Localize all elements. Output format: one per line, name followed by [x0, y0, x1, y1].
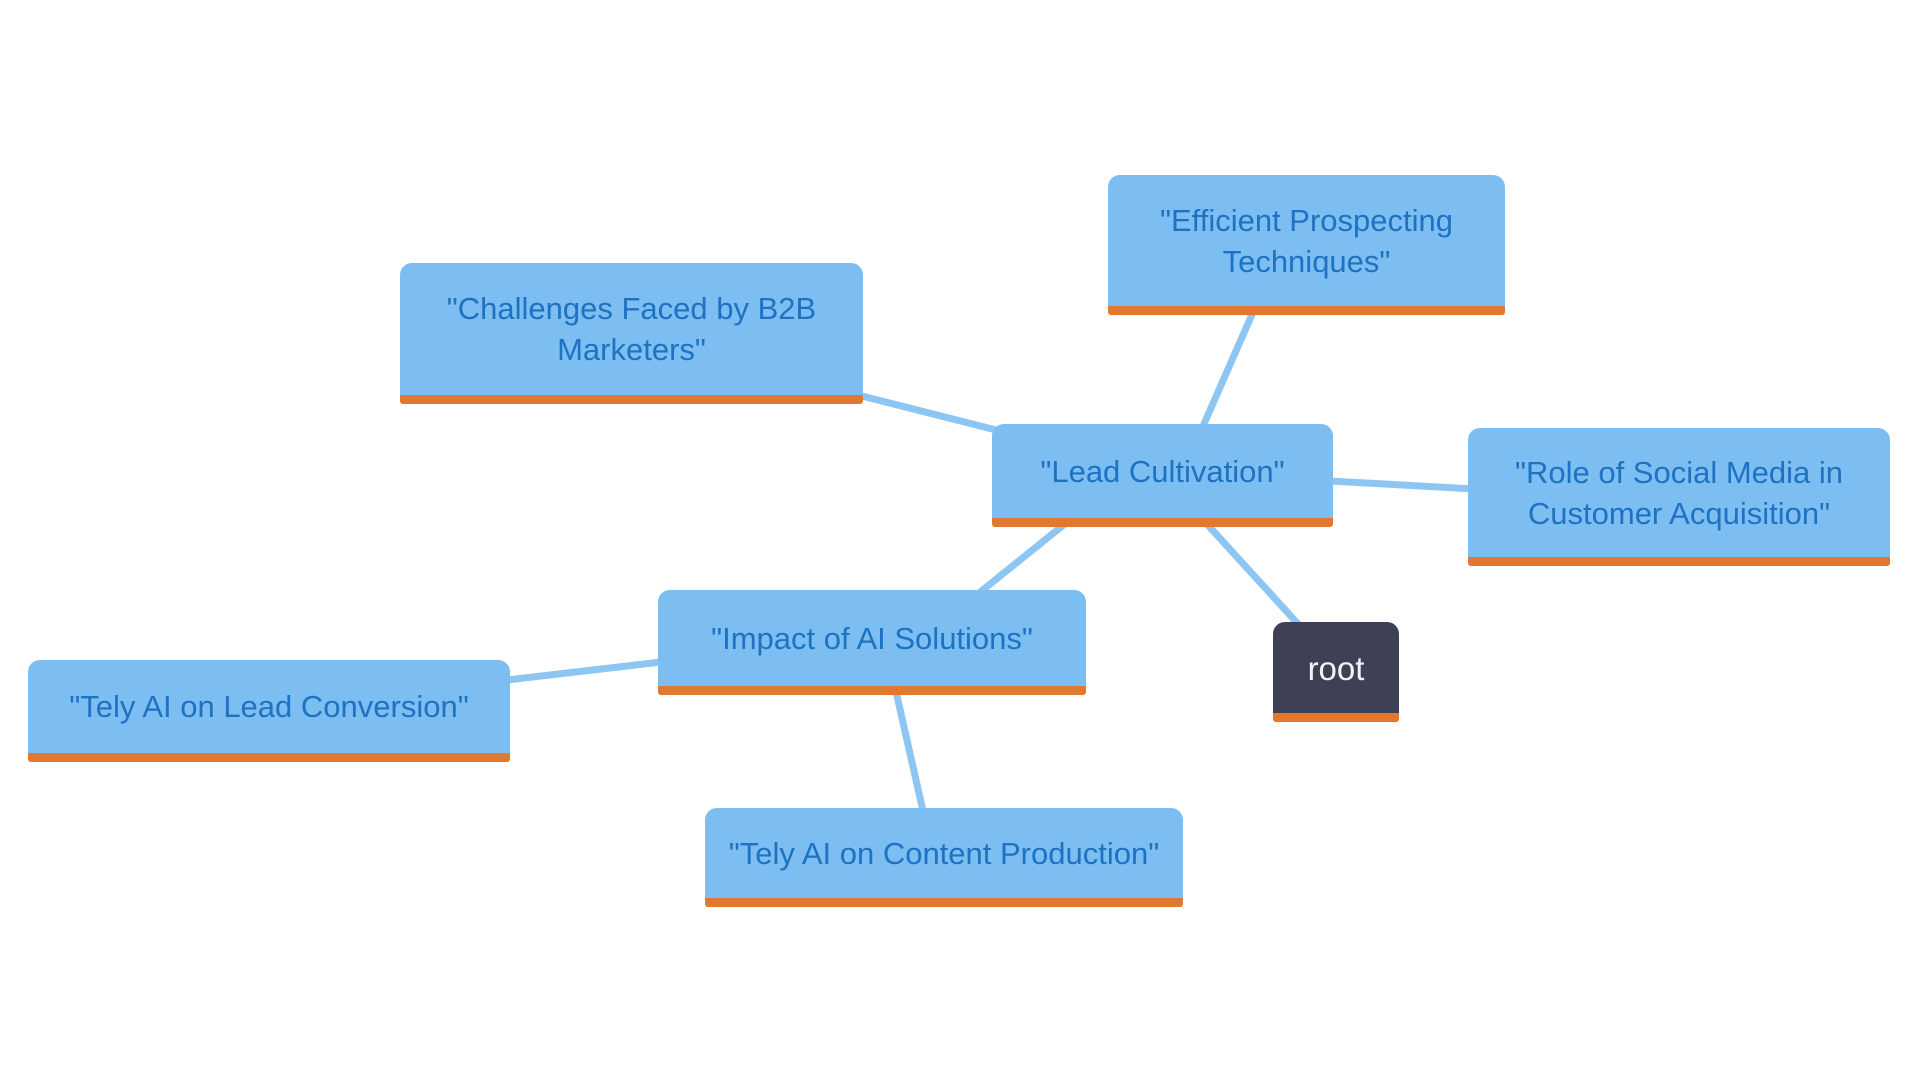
edge-lead-cultivation-to-efficient-prospecting — [1196, 306, 1258, 437]
node-root[interactable]: root — [1273, 622, 1399, 722]
node-role-of-social-media-in-customer-acquisition[interactable]: "Role of Social Media in Customer Acquis… — [1468, 428, 1890, 566]
node-impact-of-ai-solutions[interactable]: "Impact of AI Solutions" — [658, 590, 1086, 695]
edge-lead-cultivation-to-role-of-social-media — [1326, 477, 1478, 493]
edge-lead-cultivation-to-root — [1202, 519, 1303, 629]
edge-lead-cultivation-to-impact-of-ai — [975, 519, 1070, 597]
node-tely-ai-on-lead-conversion[interactable]: "Tely AI on Lead Conversion" — [28, 660, 510, 762]
node-tely-ai-on-content-production[interactable]: "Tely AI on Content Production" — [705, 808, 1183, 907]
edge-impact-of-ai-to-tely-content-production — [891, 683, 927, 815]
edge-impact-of-ai-to-tely-lead-conversion — [503, 658, 665, 684]
node-lead-cultivation[interactable]: "Lead Cultivation" — [992, 424, 1333, 527]
node-efficient-prospecting-techniques[interactable]: "Efficient Prospecting Techniques" — [1108, 175, 1505, 315]
edge-lead-cultivation-to-challenges — [854, 391, 1008, 436]
node-challenges-faced-by-b2b-marketers[interactable]: "Challenges Faced by B2B Marketers" — [400, 263, 863, 404]
